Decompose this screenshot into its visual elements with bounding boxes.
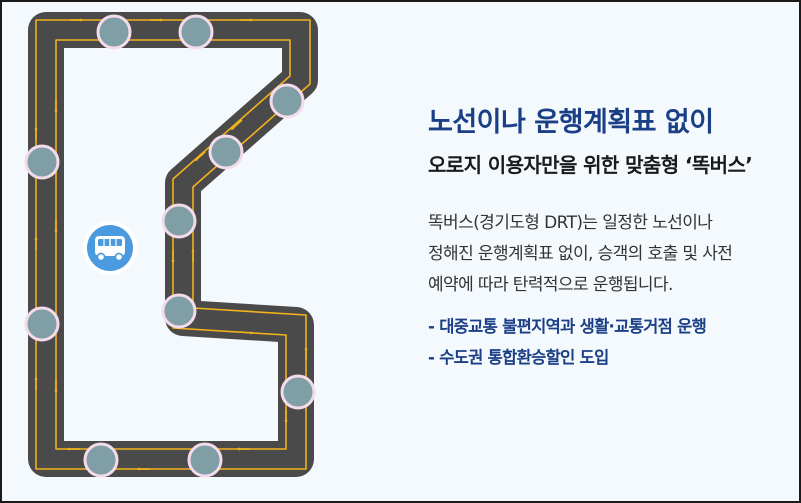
- bus-stops: [24, 14, 316, 478]
- direction-arrows: [34, 18, 308, 471]
- bus-stop: [24, 144, 60, 180]
- bus-stop: [208, 134, 244, 170]
- page-subtitle: 오로지 이용자만을 위한 맞춤형 ‘똑버스’: [428, 153, 753, 177]
- bus-stop: [161, 203, 197, 239]
- highlight-list: - 대중교통 불편지역과 생활·교통거점 운행 - 수도권 통합환승할인 도입: [428, 311, 788, 373]
- highlight-item: - 수도권 통합환승할인 도입: [428, 348, 609, 367]
- bus-stop: [83, 442, 119, 478]
- bus-stop: [280, 374, 316, 410]
- bus-stop: [161, 293, 197, 329]
- bus-stop: [178, 14, 214, 50]
- bus-icon: [83, 221, 137, 275]
- description-text: 똑버스(경기도형 DRT)는 일정한 노선이나 정해진 운행계획표 없이, 승객…: [428, 208, 788, 301]
- bus-stop: [269, 83, 305, 119]
- description-line: 예약에 따라 탄력적으로 운행됩니다.: [428, 275, 673, 295]
- lane-marking-inner: [55, 39, 291, 450]
- description-line: 정해진 운행계획표 없이, 승객의 호출 및 사전: [428, 244, 733, 264]
- description-line: 똑버스(경기도형 DRT)는 일정한 노선이나: [428, 213, 713, 233]
- bus-stop: [96, 14, 132, 50]
- highlight-item: - 대중교통 불편지역과 생활·교통거점 운행: [428, 317, 707, 336]
- service-description: 노선이나 운행계획표 없이 오로지 이용자만을 위한 맞춤형 ‘똑버스’ 똑버스…: [428, 100, 788, 373]
- bus-stop: [187, 442, 223, 478]
- bus-stop: [24, 306, 60, 342]
- page-title: 노선이나 운행계획표 없이: [428, 107, 714, 138]
